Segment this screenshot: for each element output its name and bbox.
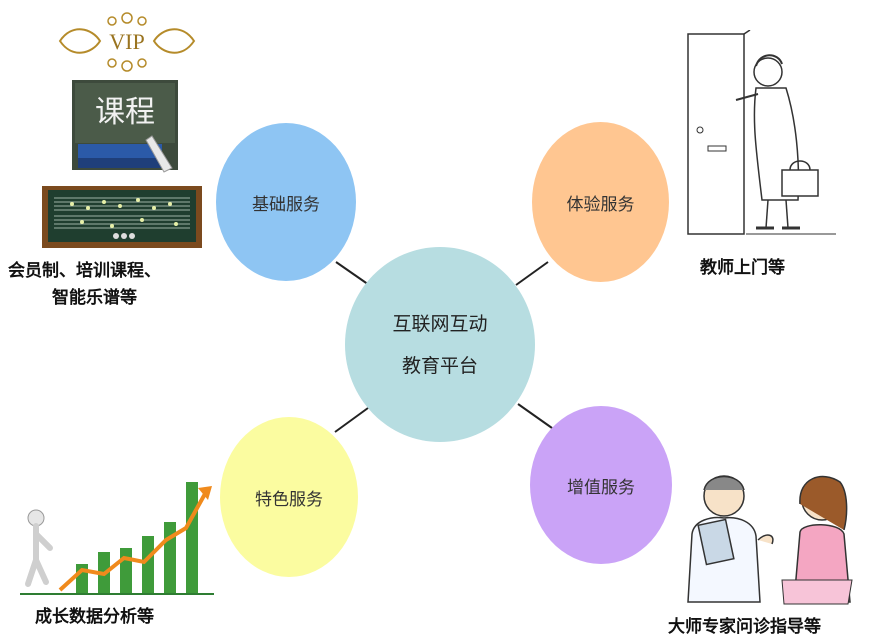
center-title-line2: 教育平台 — [401, 354, 478, 377]
course-board-text: 课程 — [95, 95, 155, 130]
value-added-service-label: 增值服务 — [567, 477, 635, 498]
experience-service-label: 体验服务 — [566, 194, 635, 215]
basic-service-label: 基础服务 — [252, 194, 320, 215]
basic-service-caption: 会员制、培训课程、 智能乐谱等 — [8, 258, 228, 312]
experience-service-caption: 教师上门等 — [700, 258, 785, 278]
value-added-service-node: 增值服务 — [530, 406, 672, 564]
basic-caption-line1: 会员制、培训课程、 — [8, 261, 161, 281]
connector-value-added — [517, 403, 553, 429]
center-title-line1: 互联网互动 — [392, 312, 488, 335]
expert-consult-image — [687, 475, 853, 605]
experience-service-node: 体验服务 — [532, 122, 669, 282]
vip-badge-image: VIP — [58, 12, 196, 72]
course-board-image: 课程 — [72, 80, 178, 173]
featured-service-label: 特色服务 — [255, 489, 323, 510]
connector-experience — [515, 261, 549, 286]
value-added-service-caption: 大师专家问诊指导等 — [668, 617, 821, 637]
center-node: 互联网互动 教育平台 — [345, 247, 535, 442]
featured-service-node: 特色服务 — [220, 417, 358, 577]
basic-service-node: 基础服务 — [216, 123, 356, 281]
featured-service-caption: 成长数据分析等 — [35, 607, 154, 627]
basic-caption-line2: 智能乐谱等 — [52, 288, 137, 308]
vip-badge-text: VIP — [109, 29, 144, 54]
teacher-visit-image — [687, 30, 836, 235]
connector-featured — [334, 407, 369, 433]
sheet-music-image — [42, 186, 202, 248]
growth-chart-image — [20, 482, 214, 595]
